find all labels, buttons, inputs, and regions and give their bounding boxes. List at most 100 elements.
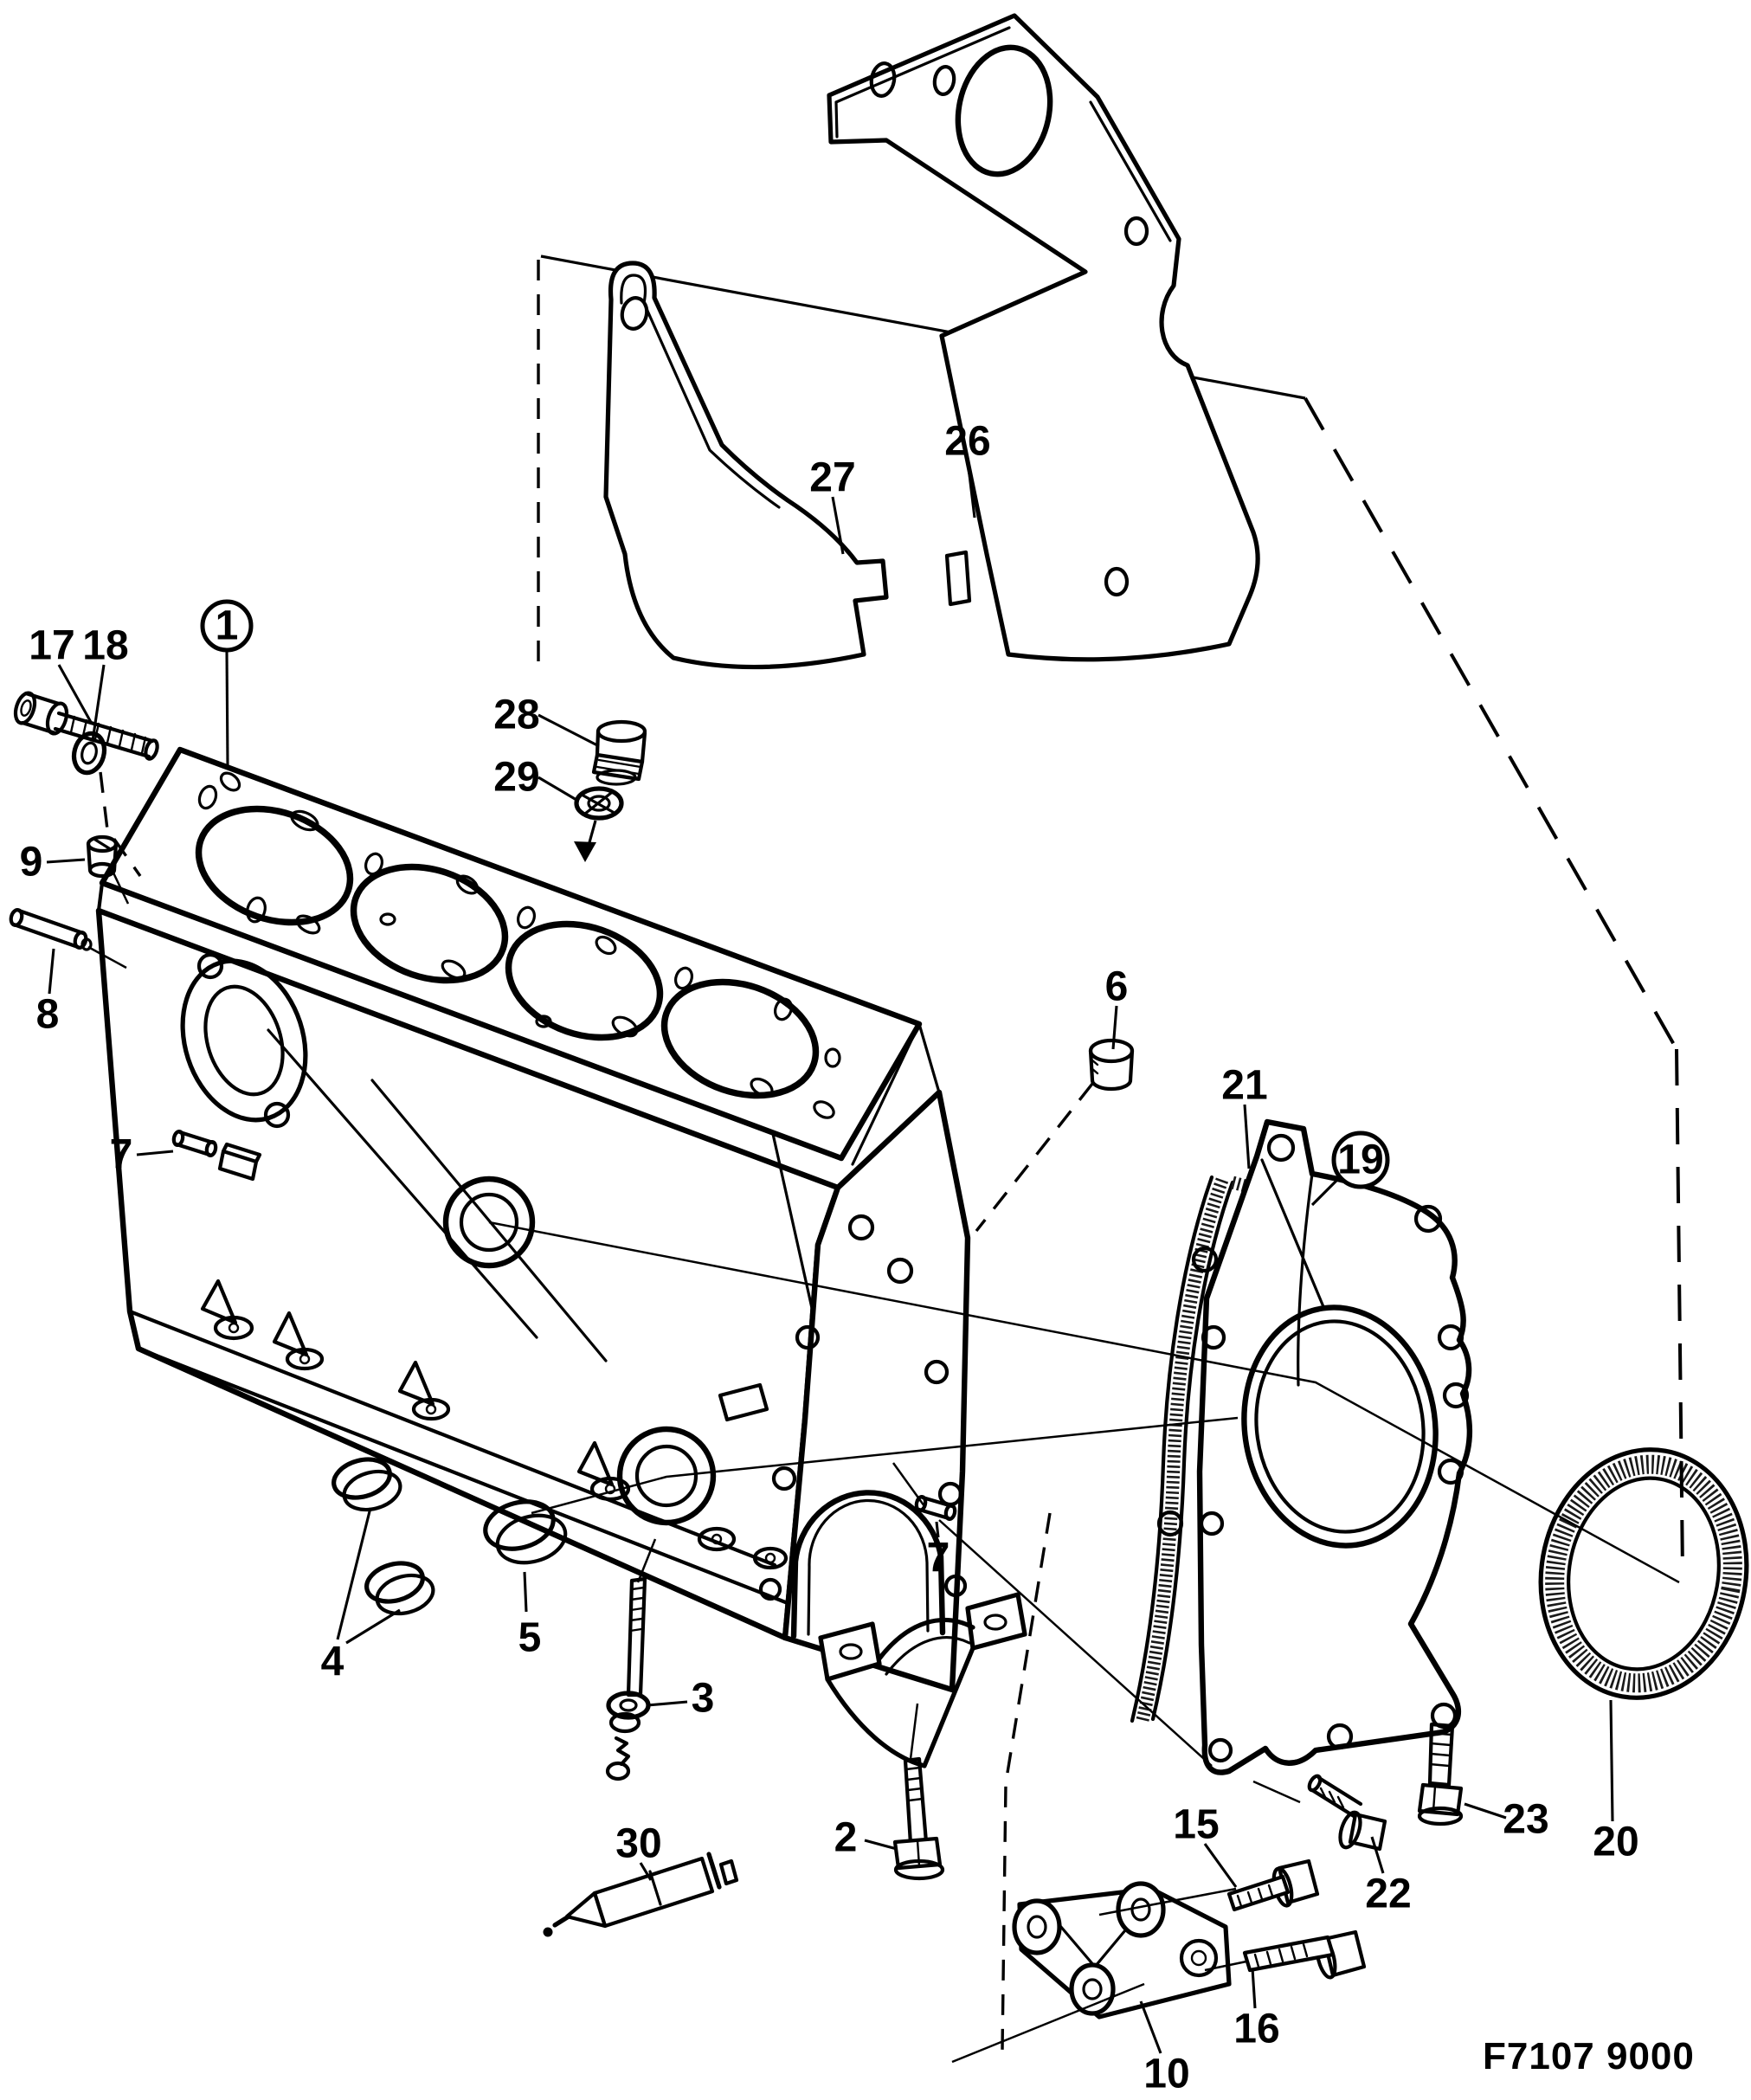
callout-leader [91,664,106,742]
callout-8: 8 [36,948,60,1038]
callout-19: 19 [1310,1131,1390,1207]
callout-15: 15 [1173,1802,1238,1888]
front-face-bolt-holes [758,1214,968,1601]
callout-leader [966,460,976,519]
bolt-16 [1242,1929,1367,1980]
stud-3 [605,1576,651,1781]
callout-number: 6 [1105,964,1129,1010]
callout-leader [831,496,845,555]
callout-22: 22 [1365,1836,1412,1917]
callout-number: 19 [1337,1137,1383,1183]
callout-number: 7 [927,1536,950,1581]
guide-line-7 [892,1462,926,1507]
callout-circle [200,599,254,653]
callout-leader [1370,1836,1385,1874]
callout-number: 7 [110,1132,133,1178]
backing-plate-26 [827,13,1260,662]
callout-leader [1310,1176,1342,1207]
callout-20: 20 [1593,1699,1639,1865]
callout-leader [647,1700,688,1707]
block-front-face [718,1022,971,1693]
callout-number: 10 [1143,2052,1189,2097]
cylinder-bores [195,805,820,1099]
callout-17: 17 [29,623,93,725]
callout-leader [538,776,577,802]
callout-number: 4 [321,1639,344,1685]
bolt-17 [13,691,159,761]
timing-cover [1196,1118,1473,1775]
callout-leader [1203,1843,1238,1888]
callout-leader [523,1571,528,1613]
callout-number: 15 [1173,1802,1219,1848]
deck-coolant-holes [197,771,841,1119]
guide-line-18 [99,771,142,877]
callout-6: 6 [1105,964,1129,1050]
sealant-drop [543,1927,553,1937]
guide-arrowhead [574,841,596,862]
bearing-bridge [818,1592,1027,1768]
guide-line-15 [1252,1780,1301,1804]
crank-arch [790,1490,946,1639]
callout-number: 16 [1233,2007,1279,2052]
guide-line-13 [1098,1887,1237,1916]
block-ribs [267,1028,608,1362]
guide-line-3 [1675,1048,1684,1573]
callout-number: 30 [615,1821,661,1867]
callout-number: 3 [692,1676,715,1722]
callout-leader [57,664,93,725]
callout-number: 9 [20,840,43,886]
pin-and-key-7-left [171,1130,262,1182]
bolt-2 [892,1756,945,1881]
callout-number: 21 [1221,1063,1267,1109]
keyway-block [718,1382,769,1422]
engine-block [95,746,971,1693]
cup-plug-5 [483,1499,568,1565]
callout-leader [225,650,229,766]
callout-2: 2 [834,1815,898,1861]
guide-line-11 [87,945,127,969]
crankshaft-seal-ring [1538,1447,1749,1700]
seal-washer-29 [574,786,624,821]
callout-10: 10 [1139,2000,1190,2097]
callout-number: 26 [944,419,990,465]
callout-number: 29 [493,755,539,801]
callout-number: 17 [29,623,74,669]
guide-line-12 [951,1982,1145,2064]
callout-leader [136,1150,174,1156]
bolt-15 [1226,1858,1320,1912]
callout-18: 18 [82,623,129,742]
sealant-syringe-30 [543,1852,739,1937]
backing-plate-27 [603,261,889,670]
side-face-bores [442,1176,717,1526]
callout-9: 9 [20,840,86,886]
plate26-slot [944,550,972,607]
guide-line-2 [1304,397,1678,1050]
guide-line-4 [488,1221,1680,1584]
bolt-23 [1417,1722,1464,1826]
callout-number: 28 [493,692,539,738]
callout-leader [48,948,55,995]
callout-number: 27 [809,455,855,501]
callout-leader [1139,2000,1162,2054]
drawing-number: F7107 9000 [1483,2035,1695,2077]
callout-29: 29 [493,755,577,802]
callout-number: 1 [216,603,239,649]
guide-line-6 [938,1519,1213,1767]
bolt-22 [1307,1774,1387,1852]
callout-number: 5 [518,1615,542,1661]
pin-7-right [914,1495,957,1521]
callout-27: 27 [809,455,856,555]
plate26-large-hole [955,44,1053,177]
callout-number: 22 [1365,1871,1411,1917]
callout-7: 7 [927,1521,950,1581]
callout-30: 30 [615,1821,662,1881]
callout-leader [1609,1699,1614,1822]
water-pump-flange [180,952,308,1129]
callout-number: 8 [36,992,60,1038]
callout-4: 4 [321,1507,401,1685]
callout-7: 7 [110,1132,174,1178]
callout-number: 18 [82,623,128,669]
